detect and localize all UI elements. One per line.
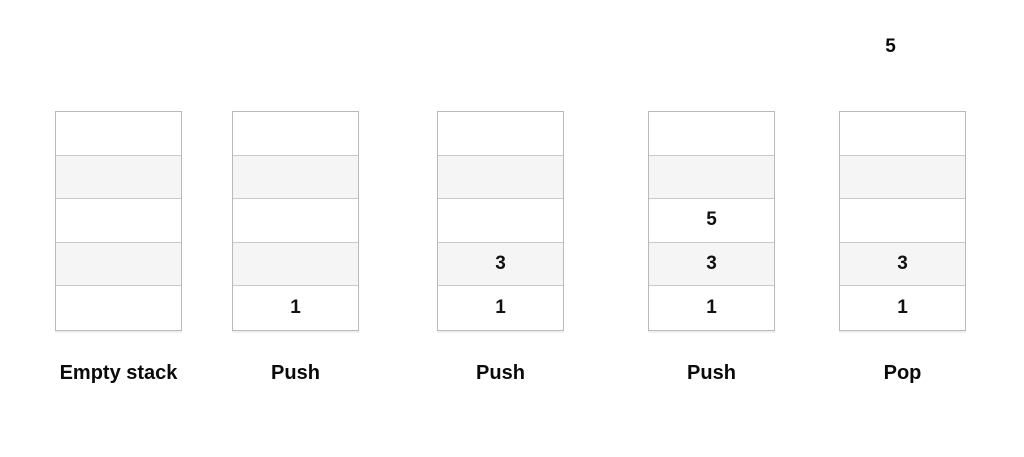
stack-label-pop: Pop xyxy=(883,362,922,384)
stack-cell xyxy=(233,199,358,243)
stack-cell xyxy=(56,112,181,156)
stack-cell xyxy=(233,242,358,287)
stack-cell xyxy=(649,155,774,200)
stack-cell xyxy=(56,199,181,243)
stack-cell: 1 xyxy=(233,286,358,330)
stack-cell xyxy=(840,112,965,156)
stack-cell: 5 xyxy=(649,199,774,243)
stack-cell xyxy=(649,112,774,156)
stack-cell: 3 xyxy=(649,242,774,287)
stack-cell xyxy=(56,286,181,330)
stack-cell xyxy=(233,112,358,156)
stack-push-1: 1 xyxy=(232,111,359,331)
stack-label-empty: Empty stack xyxy=(59,362,178,384)
stack-cell: 3 xyxy=(840,242,965,287)
stack-cell xyxy=(840,199,965,243)
stack-cell: 1 xyxy=(840,286,965,330)
stack-cell xyxy=(840,155,965,200)
stack-push-5: 5 3 1 xyxy=(648,111,775,331)
stack-cell: 1 xyxy=(438,286,563,330)
stack-cell xyxy=(233,155,358,200)
stack-cell xyxy=(438,199,563,243)
stack-cell xyxy=(56,242,181,287)
stack-cell: 3 xyxy=(438,242,563,287)
stack-label-push-3: Push xyxy=(476,362,525,384)
stack-label-push-5: Push xyxy=(687,362,736,384)
stack-cell: 1 xyxy=(649,286,774,330)
stack-cell xyxy=(438,112,563,156)
popped-value: 5 xyxy=(885,36,896,57)
stack-pop: 3 1 xyxy=(839,111,966,331)
stack-cell xyxy=(56,155,181,200)
stack-empty xyxy=(55,111,182,331)
stack-push-3: 3 1 xyxy=(437,111,564,331)
stack-label-push-1: Push xyxy=(271,362,320,384)
stack-cell xyxy=(438,155,563,200)
